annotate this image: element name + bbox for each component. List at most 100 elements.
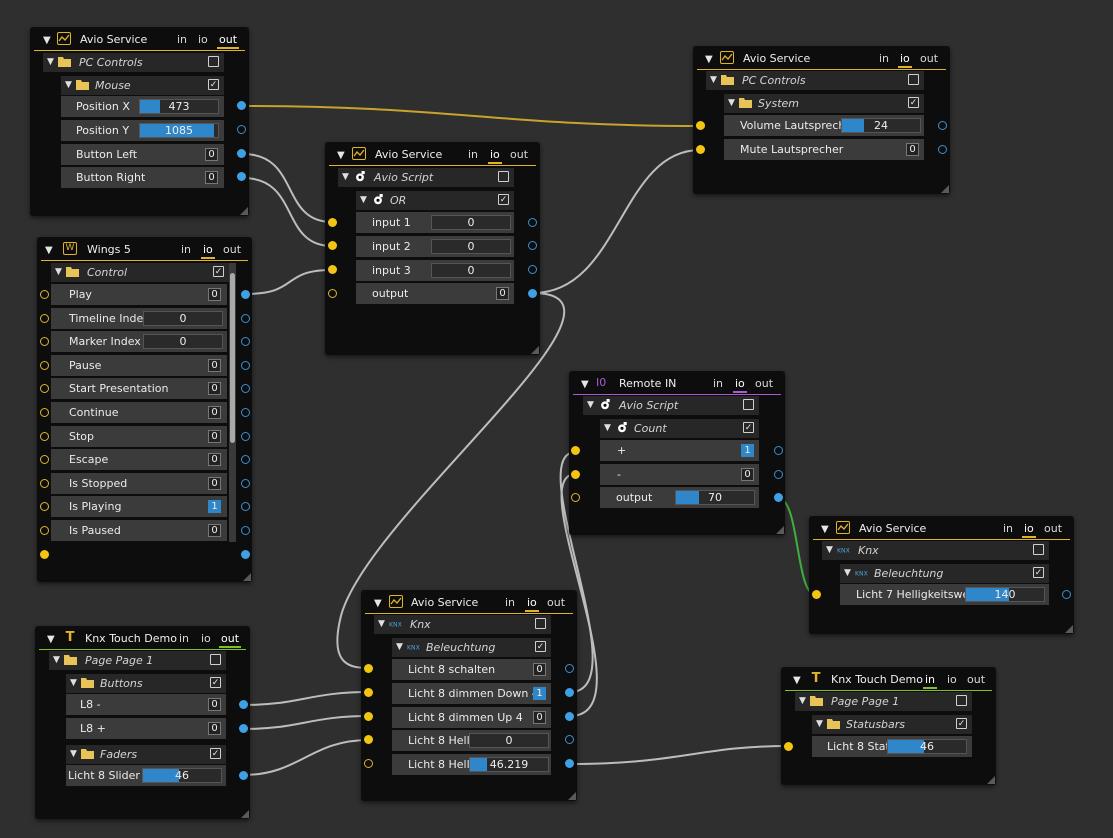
tab-out[interactable]: out bbox=[755, 377, 774, 390]
tab-in[interactable]: in bbox=[713, 377, 724, 390]
collapse-arrow-icon[interactable]: ▼ bbox=[337, 150, 345, 161]
resize-handle-icon[interactable] bbox=[987, 776, 995, 784]
input-port[interactable] bbox=[40, 313, 49, 323]
checkbox-icon[interactable]: ✓ bbox=[213, 266, 224, 277]
output-port[interactable] bbox=[565, 664, 574, 673]
checkbox-icon[interactable] bbox=[208, 56, 219, 67]
tab-in[interactable]: in bbox=[177, 33, 188, 46]
output-port[interactable] bbox=[241, 478, 250, 488]
collapse-arrow-icon[interactable]: ▼ bbox=[793, 675, 801, 686]
collapse-arrow-icon[interactable]: ▼ bbox=[728, 98, 735, 108]
group-pc-controls[interactable]: ▼ PC Controls bbox=[43, 53, 224, 72]
input-port[interactable] bbox=[40, 337, 49, 347]
value-slider[interactable]: 0 bbox=[143, 310, 223, 326]
tab-io[interactable]: io bbox=[947, 673, 957, 686]
output-port[interactable] bbox=[237, 172, 246, 181]
input-port[interactable] bbox=[40, 431, 49, 441]
group-buttons[interactable]: ▼ Buttons ✓ bbox=[66, 674, 226, 693]
input-port[interactable] bbox=[40, 384, 49, 394]
value-slider[interactable]: 473 bbox=[139, 99, 219, 114]
input-port[interactable] bbox=[328, 241, 337, 250]
value-box[interactable]: 0 bbox=[208, 476, 221, 490]
output-port[interactable] bbox=[938, 121, 947, 130]
tab-out[interactable]: out bbox=[1044, 522, 1063, 535]
input-port[interactable] bbox=[40, 526, 49, 535]
checkbox-icon[interactable]: ✓ bbox=[535, 641, 546, 652]
input-port[interactable] bbox=[328, 265, 337, 274]
output-port[interactable] bbox=[241, 455, 250, 465]
tab-in[interactable]: in bbox=[468, 148, 479, 161]
node-header[interactable]: ▼ I0 Remote IN in io out bbox=[569, 375, 785, 395]
resize-handle-icon[interactable] bbox=[243, 573, 251, 581]
input-port[interactable] bbox=[696, 121, 705, 130]
value-box[interactable]: 0 bbox=[533, 711, 546, 724]
collapse-arrow-icon[interactable]: ▼ bbox=[816, 719, 823, 729]
input-port[interactable] bbox=[571, 470, 580, 479]
value-slider[interactable]: 46 bbox=[887, 739, 967, 754]
collapse-arrow-icon[interactable]: ▼ bbox=[53, 655, 60, 665]
collapse-arrow-icon[interactable]: ▼ bbox=[43, 35, 51, 46]
resize-handle-icon[interactable] bbox=[568, 792, 576, 800]
value-box[interactable]: 0 bbox=[208, 358, 221, 372]
checkbox-icon[interactable] bbox=[743, 399, 754, 410]
tab-in[interactable]: in bbox=[1003, 522, 1014, 535]
value-box[interactable]: 0 bbox=[496, 287, 509, 300]
collapse-arrow-icon[interactable]: ▼ bbox=[360, 195, 367, 205]
input-port[interactable] bbox=[40, 478, 49, 488]
output-port[interactable] bbox=[565, 688, 574, 697]
node-header[interactable]: ▼ T Knx Touch Demo in io out bbox=[781, 671, 996, 691]
group-beleuchtung[interactable]: ▼ KNX Beleuchtung ✓ bbox=[392, 638, 551, 657]
checkbox-icon[interactable] bbox=[908, 74, 919, 85]
output-port[interactable] bbox=[241, 526, 250, 535]
input-port[interactable] bbox=[40, 290, 49, 299]
input-port[interactable] bbox=[571, 446, 580, 455]
output-port[interactable] bbox=[237, 101, 246, 110]
value-slider[interactable]: 46.219 bbox=[469, 757, 549, 772]
value-box[interactable]: 0 bbox=[208, 406, 221, 419]
resize-handle-icon[interactable] bbox=[531, 346, 539, 354]
tab-in[interactable]: in bbox=[181, 243, 192, 256]
output-port[interactable] bbox=[237, 149, 246, 158]
input-port[interactable] bbox=[40, 360, 49, 370]
value-slider[interactable]: 0 bbox=[431, 239, 511, 254]
resize-handle-icon[interactable] bbox=[240, 207, 248, 215]
scrollbar[interactable] bbox=[229, 263, 236, 542]
input-port[interactable] bbox=[696, 145, 705, 154]
node-avio-service-licht7[interactable]: ▼ Avio Service in io out ▼ KNX Knx ▼ KNX… bbox=[809, 516, 1074, 634]
value-box[interactable]: 0 bbox=[205, 171, 218, 184]
tab-io[interactable]: io bbox=[488, 148, 502, 164]
collapse-arrow-icon[interactable]: ▼ bbox=[65, 80, 72, 90]
group-pc-controls[interactable]: ▼ PC Controls bbox=[706, 71, 924, 90]
group-faders[interactable]: ▼ Faders ✓ bbox=[66, 745, 226, 764]
checkbox-icon[interactable]: ✓ bbox=[908, 97, 919, 108]
value-slider[interactable]: 140 bbox=[965, 587, 1045, 602]
node-header[interactable]: ▼ Avio Service in io out bbox=[809, 520, 1074, 540]
collapse-arrow-icon[interactable]: ▼ bbox=[374, 598, 382, 609]
node-knx-touch-demo-buttons[interactable]: ▼ T Knx Touch Demo in io out ▼ Page Page… bbox=[35, 626, 250, 819]
tab-out[interactable]: out bbox=[547, 596, 566, 609]
output-port[interactable] bbox=[241, 431, 250, 441]
value-box[interactable]: 0 bbox=[906, 143, 919, 156]
group-mouse[interactable]: ▼ Mouse ✓ bbox=[61, 76, 224, 95]
value-box[interactable]: 1 bbox=[741, 444, 754, 457]
value-slider[interactable]: 1085 bbox=[139, 123, 219, 138]
output-port[interactable] bbox=[241, 313, 250, 323]
checkbox-icon[interactable] bbox=[498, 171, 509, 182]
output-port[interactable] bbox=[241, 360, 250, 370]
group-beleuchtung[interactable]: ▼ KNX Beleuchtung ✓ bbox=[840, 564, 1049, 583]
resize-handle-icon[interactable] bbox=[1065, 625, 1073, 633]
input-port[interactable] bbox=[40, 455, 49, 465]
group-or[interactable]: ▼ OR ✓ bbox=[356, 191, 514, 210]
tab-io[interactable]: io bbox=[898, 52, 912, 68]
output-port[interactable] bbox=[1062, 590, 1071, 599]
value-box[interactable]: 1 bbox=[208, 500, 221, 514]
input-port[interactable] bbox=[364, 712, 373, 721]
output-port[interactable] bbox=[241, 502, 250, 512]
value-slider[interactable]: 46 bbox=[142, 768, 222, 783]
output-port[interactable] bbox=[528, 218, 537, 227]
value-box[interactable]: 0 bbox=[208, 453, 221, 467]
collapse-arrow-icon[interactable]: ▼ bbox=[45, 245, 53, 256]
group-statusbars[interactable]: ▼ Statusbars ✓ bbox=[812, 715, 972, 734]
collapse-arrow-icon[interactable]: ▼ bbox=[587, 400, 594, 410]
collapse-arrow-icon[interactable]: ▼ bbox=[826, 545, 833, 555]
